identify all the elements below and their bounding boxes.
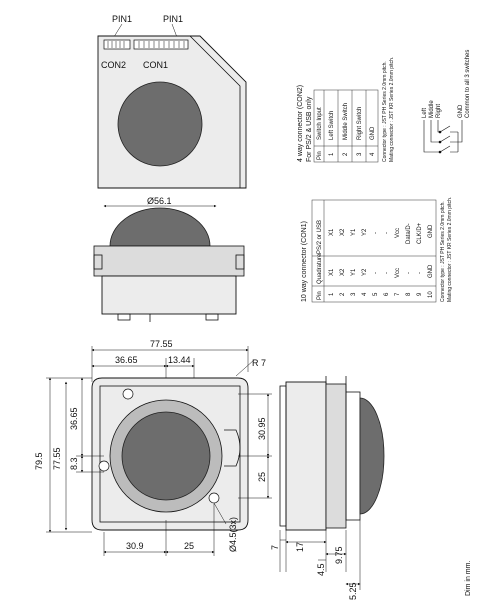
con1-row-7-pin: 7 [395,292,401,296]
bottom-b-label: 25 [184,541,194,551]
dim-7-label: 7 [270,545,280,550]
con1-row-8-ps2: Data/D- [406,223,412,244]
con1-head-quad: Quadrature [317,253,323,284]
con1-row-9-pin: 9 [417,292,423,296]
dim-4-5-label: 4.5 [316,563,326,576]
con1-row-5-quad: - [373,272,379,274]
con1-row-10-quad: GND [428,264,434,278]
con1-row-8-quad: - [406,272,412,274]
con1-row-7-ps2: Vcc [395,228,401,238]
switch-middle-label: Middle [429,100,435,118]
switch-right-label: Right [436,104,442,118]
con1-row-4-ps2: Y2 [362,228,368,236]
con1-row-9-ps2: CLK/D+ [417,222,423,244]
con1-row-7-quad: Vcc [395,268,401,278]
con1-row-2-ps2: X2 [340,228,346,236]
con2-row-2-pin: 2 [343,152,349,156]
con1-row-6-ps2: - [384,232,390,234]
front-view: 77.55 36.65 13.44 R 7 79.5 77.55 36.65 8… [34,339,272,556]
hole-top-left [122,388,134,400]
con1-row-1-ps2: X1 [329,228,335,236]
con1-row-3-quad: Y1 [351,268,357,276]
con2-note-2: Mating connector : JST KR Series 2.0mm p… [389,57,395,162]
connector-con2 [103,39,131,50]
con2-row-1-signal: Left Switch [329,111,335,140]
con2-subtitle: For PS/2 & USB only [306,96,313,162]
con1-head-pin: Pin [317,291,323,300]
con2-row-3-pin: 3 [357,152,363,156]
con1-row-1-quad: X1 [329,268,335,276]
ball-dome [109,207,211,247]
con2-head-signal: Switch Input [317,107,323,140]
right-b-label: 25 [257,472,267,482]
connector-con1 [133,39,189,50]
offset-a-label: 36.65 [115,355,138,365]
con2-row-4-signal: GND [370,126,376,140]
con1-table: 10 way connector (CON1) Pin Quadrature P… [301,197,453,303]
ball-top [117,81,203,167]
con1-row-9-quad: - [417,272,423,274]
con1-row-1-pin: 1 [329,292,335,296]
height-b-label: 8.3 [69,457,79,470]
con2-note-1: Connector type : JST PH Series 2.0mm pit… [382,61,388,162]
switch-diagram: Left Middle Right GND Common to all 3 sw… [422,50,471,154]
dim-9-75-label: 9.75 [334,546,344,564]
height-overall-label: 79.5 [34,452,44,470]
con2-title: 4 way connector (CON2) [297,85,304,162]
con2-label: CON2 [101,60,126,70]
height-inner-label: 77.55 [52,447,62,470]
con1-row-10-ps2: GND [428,224,434,238]
con2-row-1-pin: 1 [329,152,335,156]
diameter-label: Ø56.1 [147,196,172,206]
con1-note-1: Connector type : JST PH Series 2.0mm pit… [440,201,446,302]
hole-bottom-right [208,492,220,504]
pin1-left-label: PIN1 [112,14,132,24]
side-view: Ø56.1 [93,196,245,322]
right-a-label: 30.95 [257,417,267,440]
bottom-a-label: 30.9 [126,541,144,551]
con1-row-6-pin: 6 [384,292,390,296]
width-overall-label: 77.55 [150,339,173,349]
switch-common-label: Common to all 3 switches [465,50,471,118]
con2-row-2-signal: Middle Switch [343,103,349,140]
con2-table: 4 way connector (CON2) For PS/2 & USB on… [297,57,395,163]
hole-bottom-left [98,460,110,472]
dim-5-25-label: 5.25 [348,582,358,600]
con1-title: 10 way connector (CON1) [301,221,308,302]
radius-label: R 7 [252,358,266,368]
switch-left-label: Left [422,108,428,118]
con1-row-6-quad: - [384,272,390,274]
con2-row-4-pin: 4 [370,152,376,156]
con1-row-8-pin: 8 [406,292,412,296]
con1-row-4-quad: Y2 [362,268,368,276]
pin1-right-label: PIN1 [163,14,183,24]
con2-head-pin: Pin [317,151,323,160]
switch-gnd-label: GND [458,104,464,118]
profile-view: 7 17 9.75 4.5 5.25 [270,376,385,600]
con1-note-2: Mating connector : JST KR Series 2.0mm p… [447,197,453,302]
con1-row-5-pin: 5 [373,292,379,296]
ball-front [121,411,211,501]
con1-row-2-quad: X2 [340,268,346,276]
con1-label: CON1 [143,60,168,70]
units-note: Dim in mm. [465,561,472,596]
offset-b-label: 13.44 [168,355,191,365]
con1-row-10-pin: 10 [428,291,434,298]
con2-row-3-signal: Right Switch [357,107,363,140]
con1-head-ps2: PS/2 or USB [317,220,323,254]
con1-row-3-ps2: Y1 [351,228,357,236]
holes-label: Ø4.5(3x) [228,517,238,552]
con1-row-5-ps2: - [373,232,379,234]
ball-profile [359,397,385,515]
top-view: PIN1 PIN1 CON2 CON1 [97,14,247,189]
con1-row-4-pin: 4 [362,292,368,296]
con1-row-2-pin: 2 [340,292,346,296]
con1-row-3-pin: 3 [351,292,357,296]
dim-17-label: 17 [295,542,305,552]
height-a-label: 36.65 [69,407,79,430]
